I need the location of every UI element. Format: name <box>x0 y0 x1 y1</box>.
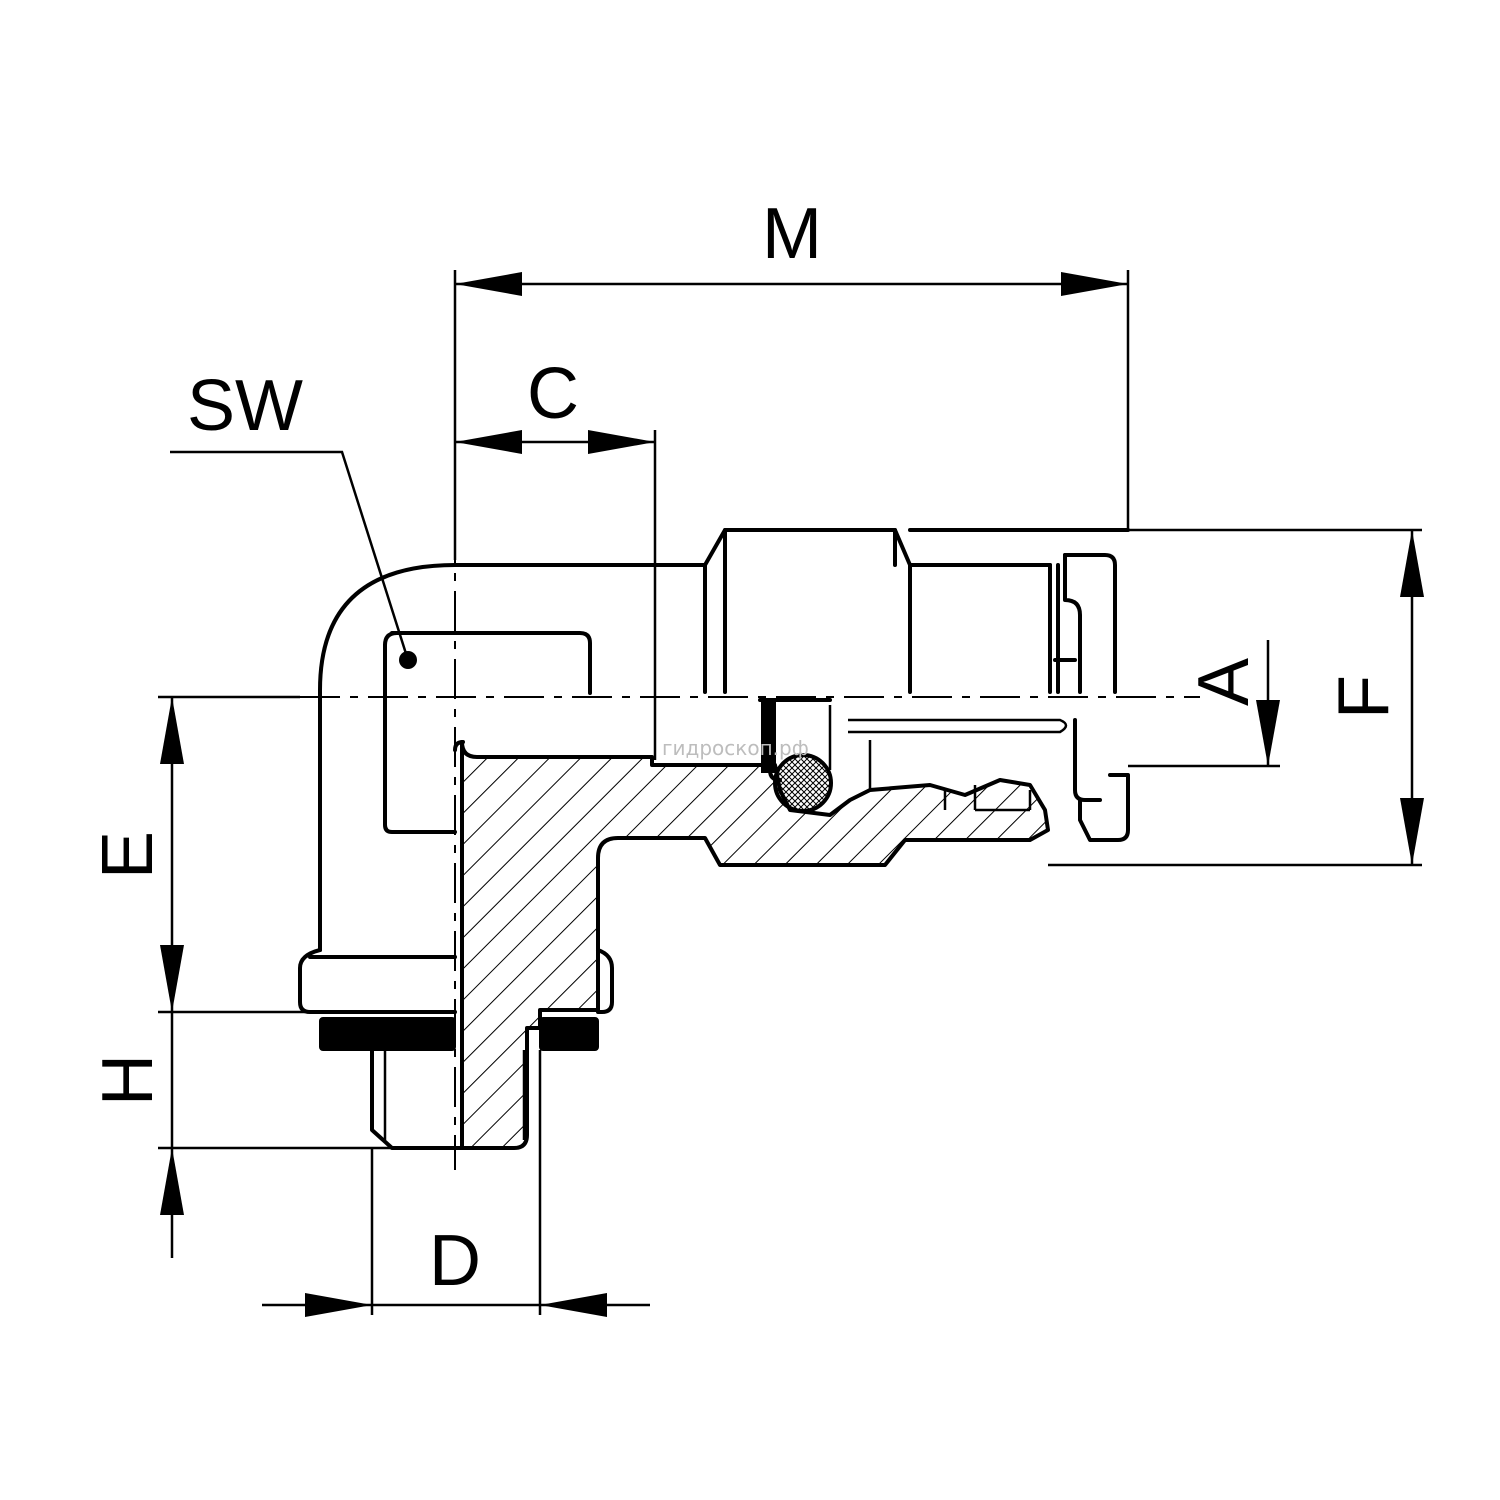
dim-m <box>453 270 1130 560</box>
label-c: C <box>527 354 579 434</box>
label-f: F <box>1324 675 1404 719</box>
o-ring <box>773 753 833 813</box>
center-lines <box>300 455 1200 1170</box>
seal-left <box>319 1017 456 1051</box>
dim-d <box>262 1050 650 1317</box>
dim-e <box>158 695 310 1014</box>
label-sw: SW <box>187 366 303 446</box>
dim-h <box>158 1012 462 1258</box>
label-e: E <box>88 831 168 879</box>
label-a: A <box>1184 658 1264 706</box>
push-in-cartridge <box>703 528 1130 842</box>
dim-c <box>455 430 657 760</box>
dim-f <box>1048 528 1424 867</box>
label-m: M <box>762 194 822 274</box>
body-section <box>460 740 1050 1150</box>
watermark: гидроскоп.рф <box>662 736 809 760</box>
sw-leader <box>170 450 410 661</box>
dim-a <box>1128 640 1280 768</box>
label-h: H <box>88 1054 168 1106</box>
label-d: D <box>429 1221 481 1301</box>
seal-right <box>539 1017 599 1051</box>
